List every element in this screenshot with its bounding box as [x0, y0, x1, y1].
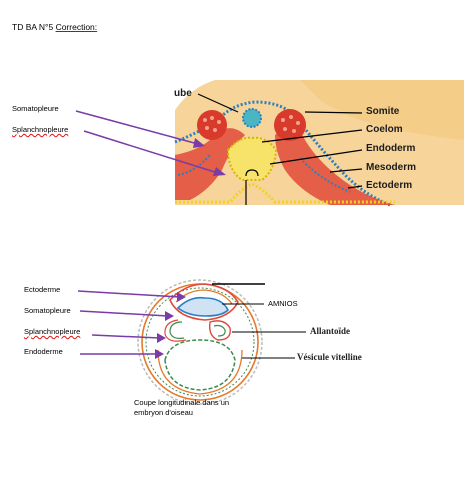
- vesicule-vitelline: [164, 339, 236, 391]
- neural-tube-diagram: [75, 80, 464, 207]
- label-splanchnopleure-2: Splanchnopleure: [24, 327, 81, 336]
- title-correction: Correction:: [55, 22, 98, 32]
- somite-right: [274, 109, 306, 141]
- caption-line-2: embryon d'oiseau: [134, 408, 193, 417]
- arrow-splanchnopleure: [83, 130, 219, 174]
- arrow-somatopleure: [75, 110, 199, 145]
- title-prefix: TD BA N°5: [12, 22, 56, 32]
- egg-outline: [137, 279, 263, 405]
- label-somatopleure-2: Somatopleure: [24, 306, 71, 315]
- label-ectoderm: Ectoderm: [366, 180, 413, 191]
- figure-1: Somatopleure Splanchnopleure ube Somite …: [0, 80, 464, 210]
- endoderm-outline: [175, 182, 395, 204]
- label-somatopleure-1: Somatopleure: [12, 104, 59, 113]
- document-title: TD BA N°5 Correction:: [12, 22, 97, 32]
- figure-2: Ectoderme Somatopleure Splanchnopleure E…: [0, 270, 464, 430]
- label-amnios: AMNIOS: [268, 299, 298, 308]
- embryo-body: [176, 296, 229, 317]
- label-somite: Somite: [366, 106, 400, 117]
- label-coelom: Coelom: [366, 124, 403, 135]
- amnios: [169, 283, 239, 321]
- endoderm-gut: [228, 137, 276, 180]
- mesoderm-right: [275, 127, 395, 205]
- label-endoderm: Endoderm: [366, 143, 416, 154]
- label-endoderme: Endoderme: [24, 347, 63, 356]
- arrow-somatopleure-2: [79, 310, 169, 317]
- mesoderm-left: [175, 128, 245, 200]
- arrow-splanchnopleure-2: [91, 334, 161, 339]
- somite-left: [197, 110, 227, 140]
- neural-tube: [243, 109, 261, 127]
- figure-caption: Coupe longitudinale dans un embryon d'oi…: [134, 398, 229, 418]
- label-ectoderme: Ectoderme: [24, 285, 61, 294]
- arrow-ectoderme: [77, 290, 181, 298]
- label-allantoide: Allantoïde: [310, 326, 351, 336]
- caption-line-1: Coupe longitudinale dans un: [134, 398, 230, 407]
- label-mesoderm: Mesoderm: [366, 162, 417, 173]
- tan-shade: [300, 80, 464, 140]
- bird-embryo-diagram: [77, 279, 306, 405]
- label-tube: ube: [174, 88, 192, 99]
- label-vesicule-vitelline: Vésicule vitelline: [297, 352, 362, 362]
- allantoide: [208, 320, 231, 341]
- label-splanchnopleure-1: Splanchnopleure: [12, 125, 69, 134]
